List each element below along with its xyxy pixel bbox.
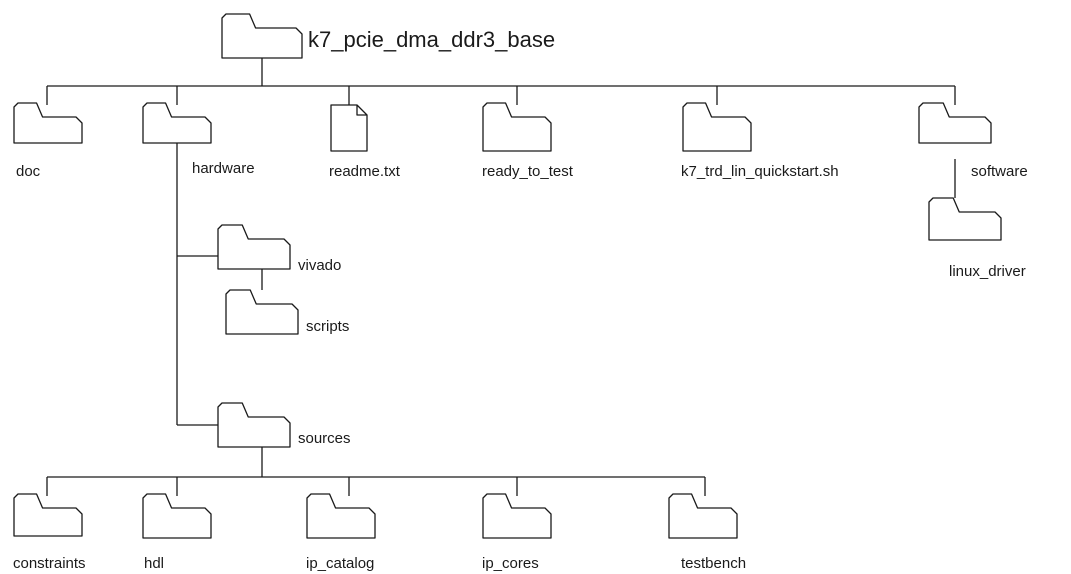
node-label-constraints: constraints [13,555,86,572]
tree-node-ip-catalog: ip_catalog [306,493,376,572]
folder-icon [682,102,752,152]
folder-icon [928,197,1002,241]
folder-icon [221,13,303,59]
tree-node-scripts: scripts [225,289,349,335]
folder-icon [225,289,299,335]
tree-connectors [46,58,956,496]
node-label-software: software [971,163,1028,180]
folder-icon [918,102,992,144]
node-label-doc: doc [16,163,41,180]
node-label-hardware: hardware [192,160,255,177]
folder-icon [217,402,291,448]
tree-node-k7-pcie-dma-ddr3-base: k7_pcie_dma_ddr3_base [221,13,555,59]
tree-node-ip-cores: ip_cores [482,493,552,572]
folder-icon [142,493,212,539]
folder-icon [142,102,212,144]
folder-icon [482,493,552,539]
folder-icon [13,493,83,537]
node-label-ip-catalog: ip_catalog [306,555,374,572]
tree-node-hardware: hardware [142,102,255,177]
tree-node-doc: doc [13,102,83,180]
folder-icon [306,493,376,539]
tree-node-ready-to-test: ready_to_test [482,102,574,180]
tree-node-sources: sources [217,402,351,448]
node-label-k7-pcie-dma-ddr3-base: k7_pcie_dma_ddr3_base [308,27,555,52]
node-label-scripts: scripts [306,318,349,335]
folder-icon [217,224,291,270]
tree-node-k7-trd-lin-quickstart-sh: k7_trd_lin_quickstart.sh [681,102,839,180]
tree-node-vivado: vivado [217,224,341,274]
node-label-readme-txt: readme.txt [329,163,401,180]
tree-node-hdl: hdl [142,493,212,572]
node-label-testbench: testbench [681,555,746,572]
node-label-vivado: vivado [298,257,341,274]
tree-node-testbench: testbench [668,493,746,572]
tree-node-software: software [918,102,1028,180]
folder-icon [668,493,738,539]
tree-node-linux-driver: linux_driver [928,197,1026,280]
file-icon [330,104,368,152]
tree-node-readme-txt: readme.txt [329,104,401,180]
node-label-hdl: hdl [144,555,164,572]
node-label-sources: sources [298,430,351,447]
tree-node-constraints: constraints [13,493,86,572]
folder-icon [482,102,552,152]
node-label-k7-trd-lin-quickstart-sh: k7_trd_lin_quickstart.sh [681,163,839,180]
folder-icon [13,102,83,144]
node-label-ip-cores: ip_cores [482,555,539,572]
node-label-ready-to-test: ready_to_test [482,163,574,180]
node-label-linux-driver: linux_driver [949,263,1026,280]
